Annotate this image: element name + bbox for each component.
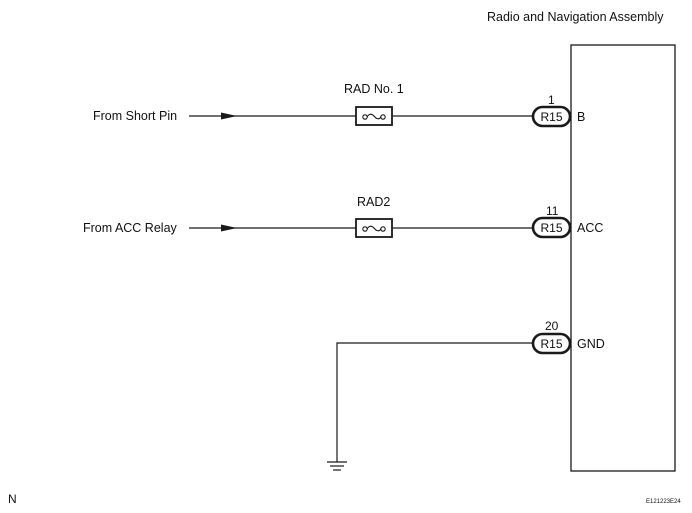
connector-label: R15 bbox=[540, 221, 562, 235]
terminal-label-gnd: GND bbox=[577, 337, 605, 351]
fuse-icon bbox=[355, 218, 393, 238]
wire-ground bbox=[336, 342, 533, 462]
ground-symbol-icon bbox=[327, 461, 347, 471]
pin-number-1: 1 bbox=[548, 93, 555, 107]
source-label-acc-relay: From ACC Relay bbox=[83, 221, 178, 235]
arrow-right-icon bbox=[221, 112, 237, 120]
circuit-short-pin: From Short Pin RAD No. 1 1 R15 B bbox=[93, 82, 585, 128]
corner-mark: N bbox=[8, 492, 17, 506]
connector-r15-pin20: R15 bbox=[531, 332, 572, 355]
fuse-label-rad-no-1: RAD No. 1 bbox=[344, 82, 404, 96]
pin-number-11: 11 bbox=[546, 204, 559, 218]
terminal-label-acc: ACC bbox=[577, 221, 603, 235]
figure-code: E121223E24 bbox=[646, 499, 681, 505]
fuse-label-rad2: RAD2 bbox=[357, 195, 390, 209]
circuit-ground: 20 R15 GND bbox=[327, 319, 605, 471]
fuse-icon bbox=[355, 106, 393, 126]
arrow-right-icon bbox=[221, 224, 237, 232]
connector-r15-pin11: R15 bbox=[531, 216, 572, 239]
pin-number-20: 20 bbox=[545, 319, 559, 333]
assembly-box bbox=[570, 44, 676, 472]
terminal-label-b: B bbox=[577, 110, 585, 124]
circuit-acc-relay: From ACC Relay RAD2 11 R15 ACC bbox=[83, 195, 603, 239]
assembly-title: Radio and Navigation Assembly bbox=[487, 10, 664, 24]
connector-label: R15 bbox=[540, 337, 562, 351]
connector-label: R15 bbox=[540, 110, 562, 124]
source-label-short-pin: From Short Pin bbox=[93, 109, 177, 123]
connector-r15-pin1: R15 bbox=[531, 105, 572, 128]
